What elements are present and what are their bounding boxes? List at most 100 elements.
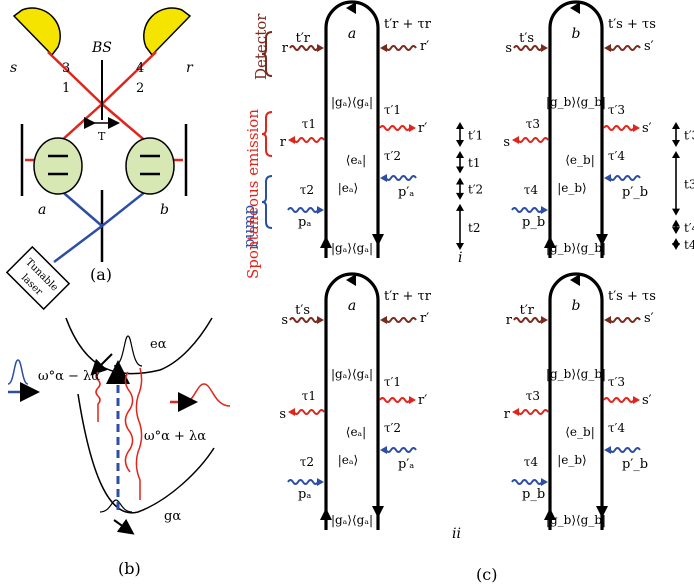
- diagram-name: b: [572, 298, 581, 314]
- timeline-label: t′3: [684, 129, 694, 143]
- emission-label-left: s: [503, 135, 510, 150]
- projector-top: |g_b⟩⟨g_b|: [546, 95, 606, 109]
- detector-s-label: s: [10, 60, 17, 76]
- excited-bra: ⟨e_b|: [565, 425, 595, 439]
- panel-b: eα gα ω°α − λα ω°α + λα (b): [7, 317, 231, 578]
- emission-time-right: τ′3: [608, 103, 625, 117]
- detector-photon-left: [289, 316, 324, 324]
- timeline-arrow-down: [456, 243, 464, 250]
- detector-photon-right: [604, 316, 641, 324]
- contour-arrow-left: [544, 508, 556, 520]
- timeline-arrow-down: [672, 140, 680, 148]
- emission-frequency: ω°α + λα: [144, 429, 206, 444]
- detector-left-label: s: [281, 313, 288, 328]
- pump-photon-right: [380, 174, 417, 182]
- projector-bottom: |gₐ⟩⟨gₐ|: [331, 513, 373, 527]
- emission-time-right: τ′1: [384, 103, 401, 117]
- pump-photon-right: [380, 446, 417, 454]
- panel-c: Detector Spontaneous emission pump i ii …: [240, 13, 497, 584]
- emission-label-left: s: [279, 407, 286, 422]
- timeline-arrow-down: [456, 192, 464, 200]
- contour-arrow-right: [372, 234, 384, 246]
- timeline-label: t′4: [684, 221, 694, 235]
- timeline-arrow-up: [672, 151, 680, 159]
- timeline-2: t′3 t3 t′4 t4: [672, 122, 694, 252]
- detector-right-label: r′: [420, 39, 429, 54]
- ground-label: gα: [164, 509, 181, 524]
- pump-label-left: pₐ: [298, 215, 311, 230]
- contour-arrow-left: [320, 508, 332, 520]
- contour-arrow-top: [346, 2, 356, 14]
- emission-time-left: τ3: [526, 117, 540, 131]
- detector-right-label: s′: [644, 311, 654, 326]
- detector-photon-right: [604, 44, 641, 52]
- detection-time-left: t′r: [520, 303, 535, 318]
- pump-frequency: ω°α − λα: [38, 369, 100, 384]
- detector-r-label: r: [186, 60, 194, 76]
- pump-photon-left: [287, 478, 324, 486]
- timeline-arrow-down: [672, 243, 680, 250]
- tunable-laser-box: [5, 245, 71, 311]
- atom-b-label: b: [160, 202, 169, 218]
- row-i-label: i: [458, 250, 462, 266]
- projector-bottom: |g_b⟩⟨g_b|: [546, 241, 606, 255]
- emission-time-right: τ′1: [384, 375, 401, 389]
- timeline-label: t3: [684, 177, 694, 191]
- emission-label-left: r: [280, 135, 287, 150]
- atom-b-icon: [125, 137, 175, 195]
- port-2: 2: [136, 81, 144, 96]
- timeline-arrow-up: [456, 122, 464, 129]
- pump-time-left: τ2: [300, 455, 314, 469]
- atom-a-label: a: [38, 202, 46, 218]
- timeline-label: t4: [684, 238, 694, 252]
- pump-time-right: τ′4: [608, 421, 625, 435]
- pump-label-right: p′ₐ: [398, 185, 414, 200]
- port-3: 3: [62, 61, 70, 76]
- timeline-arrow-up: [456, 177, 464, 185]
- timeline-label: t′1: [468, 129, 483, 143]
- excited-label: eα: [150, 337, 167, 352]
- detector-left-label: r: [506, 313, 513, 328]
- caption-b: (b): [118, 559, 141, 578]
- detection-time-right: t′s + τs: [608, 17, 656, 32]
- emission-label-left: r: [504, 407, 511, 422]
- detector-photon-left: [513, 316, 548, 324]
- emission-time-left: τ1: [302, 389, 316, 403]
- row-ii-label: ii: [452, 526, 461, 542]
- contour-arrow-right: [372, 506, 384, 518]
- contour-arrow-top: [570, 2, 580, 14]
- pump-photon-left: [287, 206, 324, 214]
- emission-photon-left: [512, 408, 549, 416]
- projector-top: |gₐ⟩⟨gₐ|: [331, 367, 373, 381]
- contour-arrow-top: [570, 274, 580, 286]
- pump-label-right: p′_b: [622, 457, 648, 472]
- pump-photon-right: [604, 446, 641, 454]
- pump-photon-left: [511, 478, 548, 486]
- pump-time-left: τ4: [524, 183, 539, 197]
- contour-arrow-top: [346, 274, 356, 286]
- detection-time-right: t′s + τs: [608, 289, 656, 304]
- caption-c: (c): [476, 565, 497, 584]
- excited-ket: |eₐ⟩: [338, 181, 358, 195]
- group-spontaneous: Spontaneous emission: [244, 109, 262, 279]
- emission-photon-left: [288, 408, 325, 416]
- projector-bottom: |gₐ⟩⟨gₐ|: [331, 241, 373, 255]
- timeline-label: t1: [468, 156, 480, 170]
- detector-photon-left: [513, 44, 548, 52]
- contour-line: [324, 272, 380, 530]
- diagram-name: a: [348, 298, 356, 314]
- emission-photon-right: [379, 124, 416, 132]
- pump-time-right: τ′2: [384, 421, 401, 435]
- contour-arrow-left: [320, 236, 332, 248]
- group-pump: pump: [240, 205, 258, 248]
- pump-label-left: pₐ: [298, 487, 311, 502]
- timeline-arrow-down: [456, 140, 464, 148]
- pump-label-left: p_b: [522, 215, 545, 230]
- atom-a-icon: [33, 137, 83, 195]
